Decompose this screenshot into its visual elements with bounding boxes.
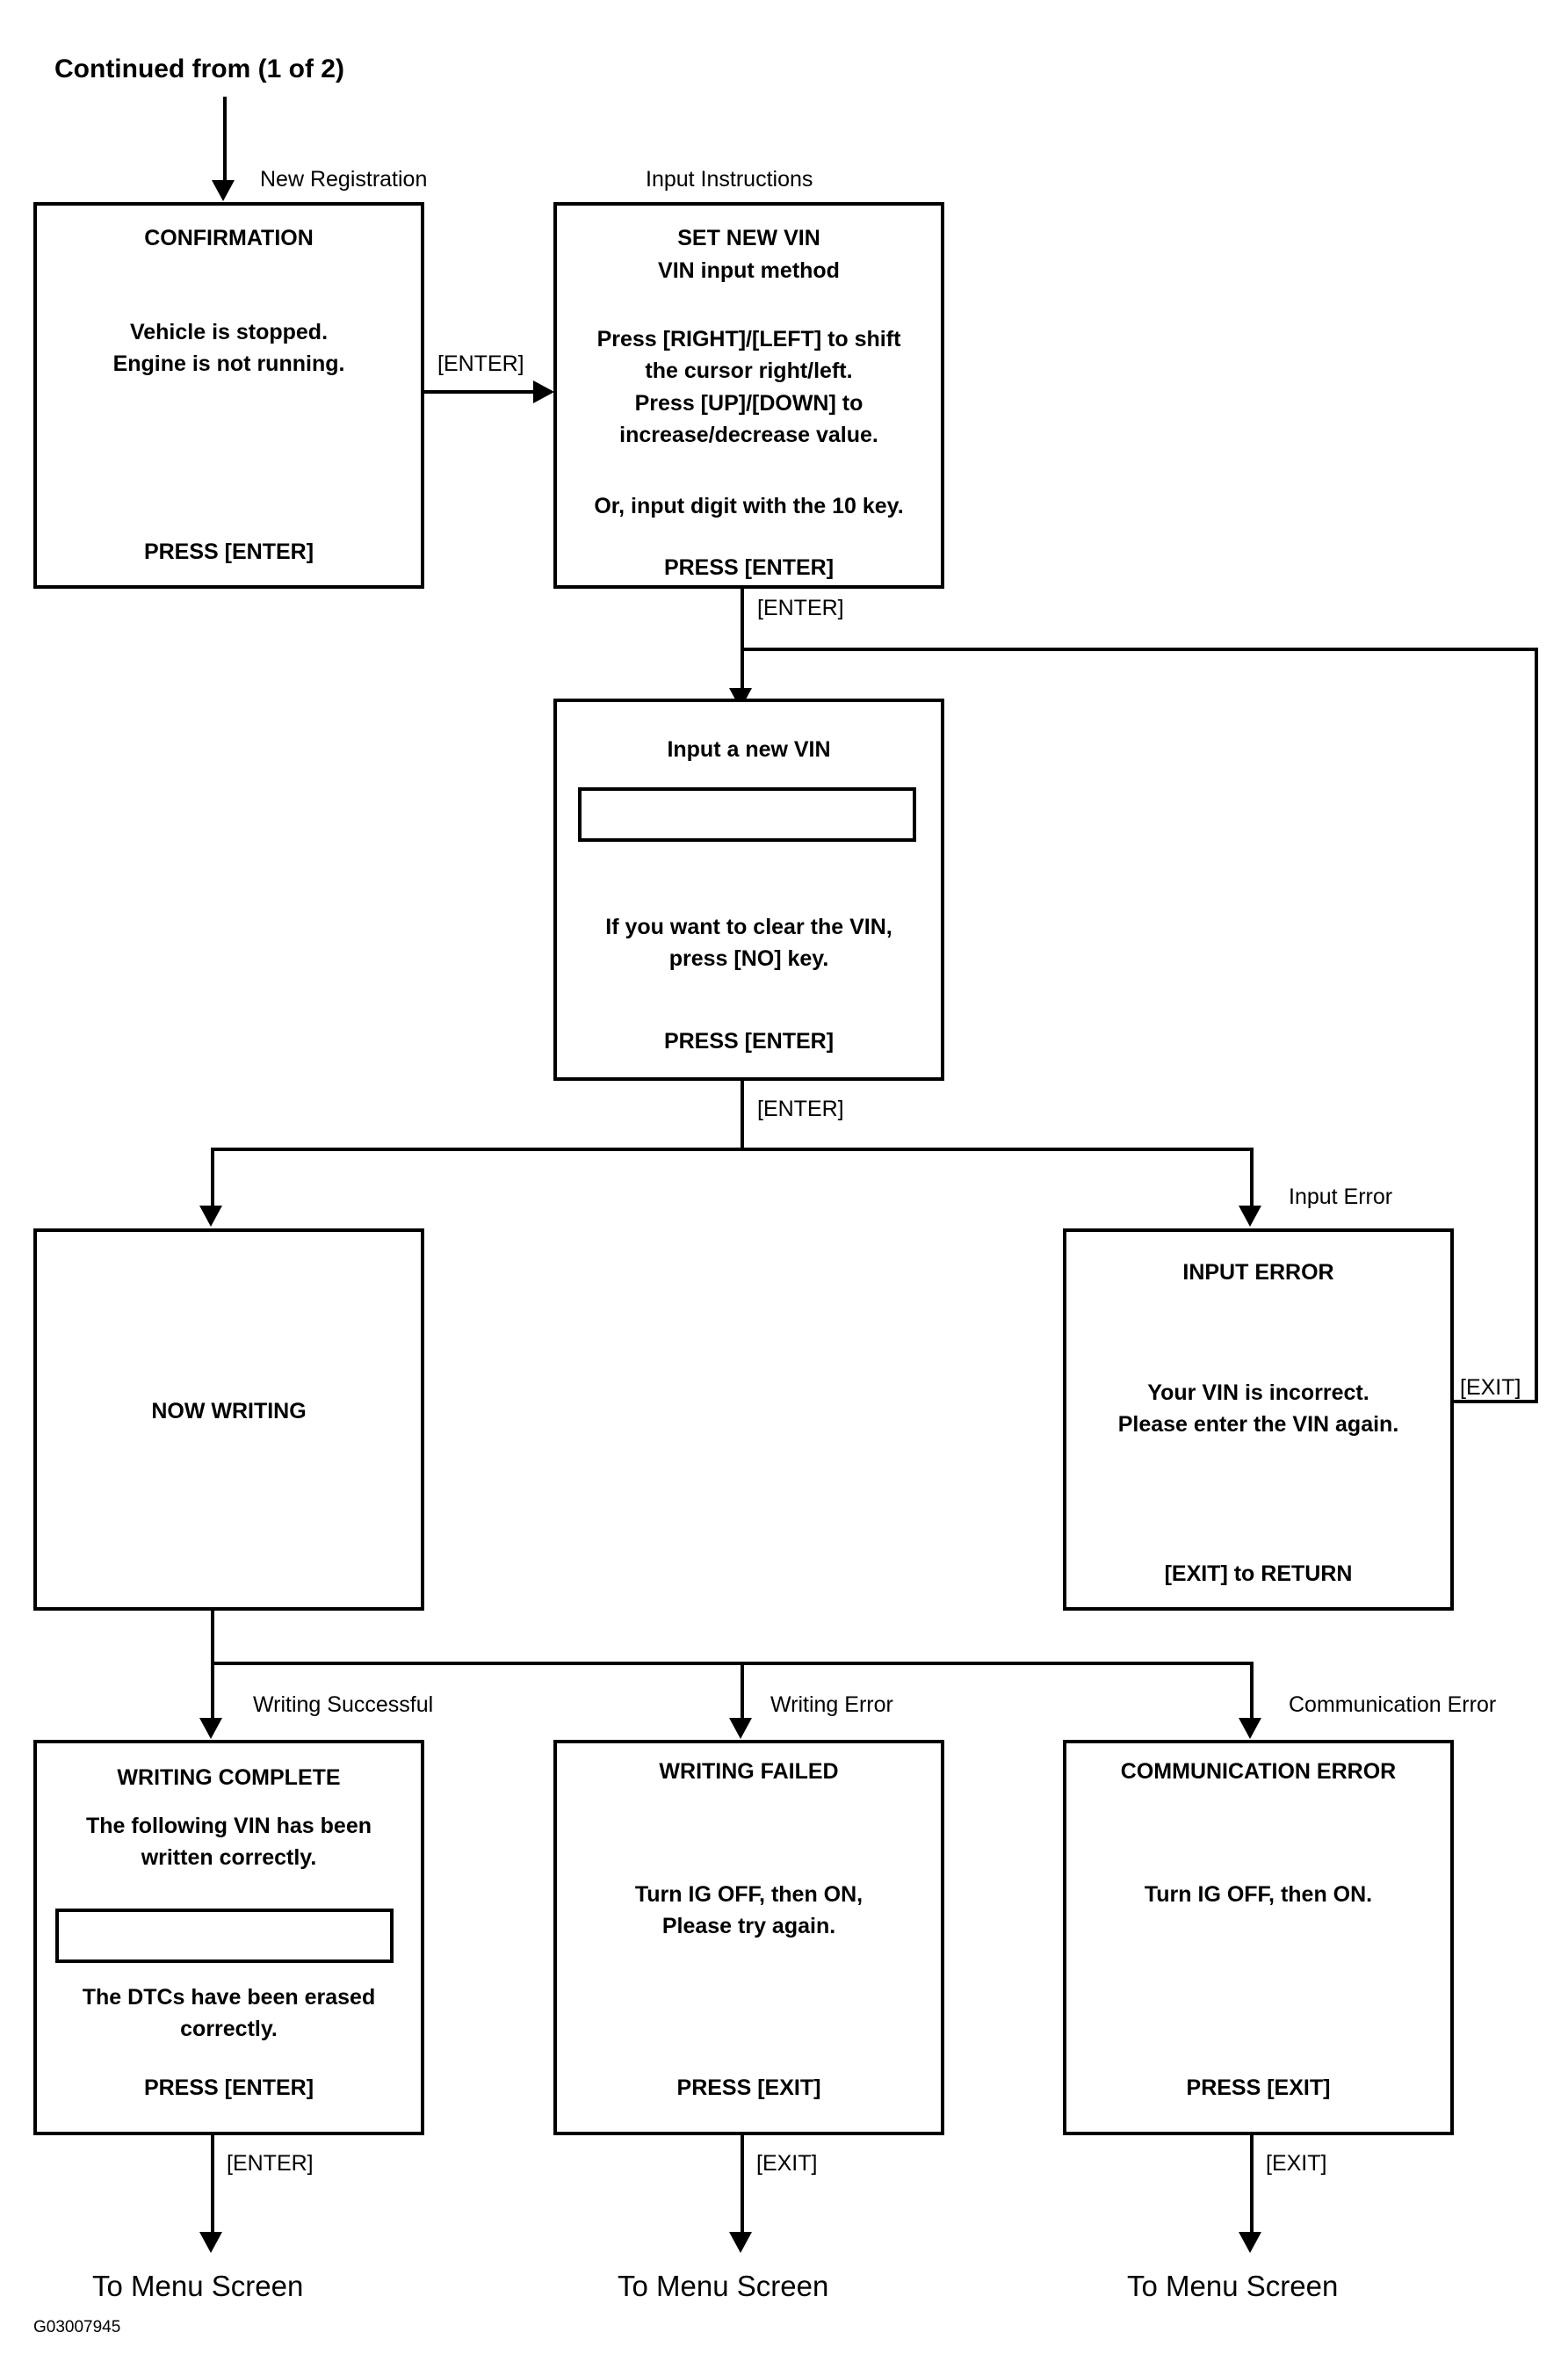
label-new-registration: New Registration (260, 167, 428, 192)
confirmation-prompt: PRESS [ENTER] (143, 540, 314, 564)
terminal-to-menu-screen-2: To Menu Screen (618, 2270, 829, 2302)
screen-input-new-vin (553, 699, 944, 1081)
edge-nowwriting-down (211, 1611, 214, 1665)
writing-failed-prompt: PRESS [EXIT] (676, 2075, 821, 2100)
edge-split-to-inputerror (1250, 1148, 1254, 1213)
arrowhead-split-to-writing-complete (199, 1718, 222, 1739)
writing-complete-body-1: The following VIN has been written corre… (85, 1814, 372, 1871)
terminal-to-menu-screen-1: To Menu Screen (92, 2270, 304, 2302)
now-writing-title: NOW WRITING (151, 1399, 307, 1423)
label-communication-error: Communication Error (1289, 1692, 1497, 1717)
arrowhead-communication-error-to-menu (1239, 2232, 1261, 2253)
header-continued-from: Continued from (1 of 2) (54, 54, 344, 83)
edge-writing-complete-to-menu (211, 2135, 214, 2241)
set-new-vin-prompt: PRESS [ENTER] (663, 555, 835, 580)
terminal-to-menu-screen-3: To Menu Screen (1127, 2270, 1339, 2302)
input-new-vin-prompt: PRESS [ENTER] (663, 1029, 835, 1054)
edge-split-to-communication-error (1250, 1662, 1254, 1725)
input-error-body: Your VIN is incorrect. Please enter the … (1117, 1380, 1399, 1438)
arrowhead-writing-complete-to-menu (199, 2232, 222, 2253)
edge-label-exit-comm: [EXIT] (1266, 2151, 1327, 2176)
edge-label-exit-return: [EXIT] (1460, 1375, 1521, 1400)
screen-writing-failed (553, 1740, 944, 2135)
edge-label-enter-2: [ENTER] (757, 596, 844, 620)
screen-set-new-vin (553, 202, 944, 589)
confirmation-title: CONFIRMATION (144, 226, 314, 250)
confirmation-body: Vehicle is stopped. Engine is not runnin… (112, 320, 345, 377)
label-writing-error: Writing Error (770, 1692, 893, 1717)
arrowhead-writing-failed-to-menu (729, 2232, 752, 2253)
edge-confirmation-to-setvin (424, 390, 552, 394)
writing-complete-body-2: The DTCs have been erased correctly. (82, 1985, 376, 2042)
writing-complete-title: WRITING COMPLETE (117, 1765, 341, 1790)
edge-results-split-horizontal (211, 1662, 1254, 1665)
edge-label-exit-failed: [EXIT] (756, 2151, 818, 2176)
screen-confirmation (33, 202, 424, 589)
edge-writing-failed-to-menu (741, 2135, 744, 2241)
edge-inputvin-down (741, 1081, 744, 1151)
vin-input-field[interactable] (578, 787, 916, 842)
input-new-vin-title: Input a new VIN (667, 737, 831, 762)
edge-setvin-to-inputvin (741, 589, 744, 699)
edge-inputvin-split-horizontal (211, 1148, 1254, 1151)
communication-error-title: COMMUNICATION ERROR (1120, 1759, 1397, 1784)
screen-communication-error (1063, 1740, 1454, 2135)
writing-failed-body: Turn IG OFF, then ON, Please try again. (634, 1882, 863, 1939)
edge-split-to-nowwriting (211, 1148, 214, 1213)
screen-input-error (1063, 1228, 1454, 1611)
writing-failed-title: WRITING FAILED (659, 1759, 839, 1784)
edge-split-to-writing-complete (211, 1662, 214, 1725)
edge-inputerror-return-top (741, 648, 1538, 651)
edge-communication-error-to-menu (1250, 2135, 1254, 2241)
input-new-vin-body: If you want to clear the VIN, press [NO]… (605, 915, 892, 972)
edge-inputerror-return-right (1535, 648, 1538, 1403)
arrowhead-header-to-confirmation (212, 180, 235, 201)
communication-error-prompt: PRESS [EXIT] (1186, 2075, 1331, 2100)
edge-label-enter-3: [ENTER] (757, 1097, 844, 1121)
label-input-instructions: Input Instructions (646, 167, 813, 192)
written-vin-field (55, 1909, 394, 1963)
figure-code: G03007945 (33, 2318, 121, 2336)
arrowhead-split-to-communication-error (1239, 1718, 1261, 1739)
arrowhead-split-to-writing-failed (729, 1718, 752, 1739)
edge-label-enter-1: [ENTER] (437, 351, 524, 376)
arrowhead-confirmation-to-setvin (533, 380, 554, 403)
edge-split-to-writing-failed (741, 1662, 744, 1725)
label-input-error: Input Error (1289, 1184, 1393, 1209)
label-writing-successful: Writing Successful (253, 1692, 434, 1717)
edge-header-to-confirmation (223, 97, 227, 189)
edge-label-enter-complete: [ENTER] (227, 2151, 314, 2176)
set-new-vin-subtitle: VIN input method (658, 258, 840, 283)
input-error-title: INPUT ERROR (1182, 1260, 1334, 1285)
edge-inputerror-return-bottom (1445, 1400, 1538, 1403)
set-new-vin-body-2: Or, input digit with the 10 key. (594, 494, 904, 518)
screen-now-writing (33, 1228, 424, 1611)
set-new-vin-body-1: Press [RIGHT]/[LEFT] to shift the cursor… (596, 327, 901, 447)
set-new-vin-title: SET NEW VIN (677, 226, 820, 250)
writing-complete-prompt: PRESS [ENTER] (143, 2075, 314, 2100)
arrowhead-split-to-inputerror (1239, 1206, 1261, 1227)
input-error-prompt: [EXIT] to RETURN (1164, 1561, 1353, 1586)
arrowhead-split-to-nowwriting (199, 1206, 222, 1227)
communication-error-body: Turn IG OFF, then ON. (1144, 1882, 1373, 1907)
